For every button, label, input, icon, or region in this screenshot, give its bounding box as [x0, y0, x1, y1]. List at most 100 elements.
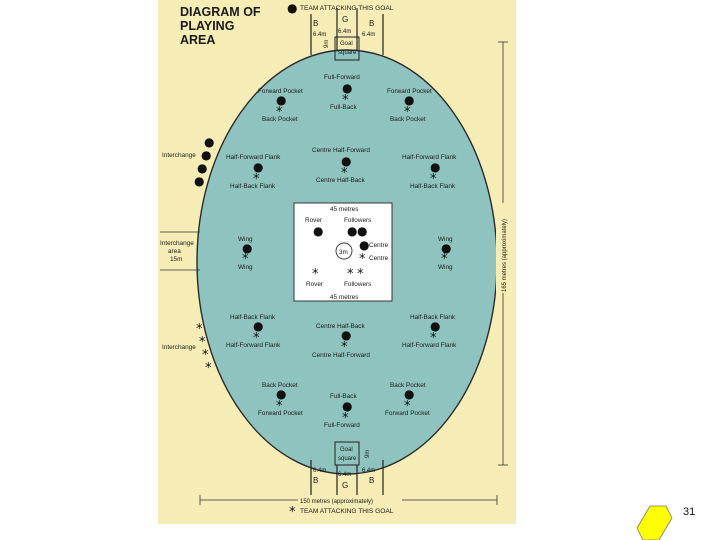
bottom-goal-square-depth: 9m [365, 450, 371, 458]
full-back-top-label: Full-Back [330, 104, 357, 111]
top-goal-posts [310, 8, 384, 55]
half-back-flank-bottom-left-label: Half-Back Flank [230, 314, 276, 321]
header-top-dot: ● [287, 1, 297, 15]
rover-star-bottom: * [312, 267, 319, 282]
forward-pocket-top-right-dot: ● [404, 93, 414, 107]
half-back-flank-top-right-star: * [430, 172, 437, 187]
half-back-flank-top-right-label: Half-Back Flank [410, 183, 456, 190]
centre-half-forward-bottom-label: Centre Half-Forward [312, 352, 370, 359]
bottom-goal-posts [310, 460, 384, 500]
follower-dot-2: ● [357, 224, 367, 238]
wing-left-star: * [242, 252, 249, 267]
full-forward-top-dot: ● [342, 81, 352, 95]
back-pocket-bottom-left-label: Back Pocket [262, 382, 298, 389]
interchange-star-3: * [202, 348, 209, 363]
interchange-dot-1: ● [204, 135, 214, 149]
width-label: 150 metres (approximately) [300, 499, 373, 505]
centre-dot: ● [359, 238, 369, 252]
bottom-behind-post-right-label: B [369, 476, 374, 485]
centre-circle [335, 242, 353, 260]
interchange-dot-2: ● [201, 148, 211, 162]
back-pocket-top-right-star: * [404, 105, 411, 120]
centre-half-forward-top-label: Centre Half-Forward [312, 147, 370, 154]
half-forward-flank-top-right-label: Half-Forward Flank [402, 154, 457, 161]
interchange-dot-4: ● [194, 174, 204, 188]
full-forward-bottom-label: Full-Forward [324, 422, 360, 429]
length-label: 165 metres (approximately) [502, 219, 508, 292]
wing-left-dot: ● [242, 241, 252, 255]
half-back-flank-bottom-right-label: Half-Back Flank [410, 314, 456, 321]
interchange-star-1: * [196, 322, 203, 337]
followers-label-top: Followers [344, 217, 371, 224]
forward-pocket-top-left-dot: ● [276, 93, 286, 107]
back-pocket-top-left-star: * [276, 105, 283, 120]
top-behind-post-left-label: B [313, 19, 318, 28]
wing-right-bottom-label: Wing [438, 264, 453, 271]
bottom-goal-square [334, 441, 360, 466]
bottom-post-gap-right: 6.4m [362, 468, 375, 474]
interchange-bottom-label: Interchange [162, 344, 196, 351]
centre-half-forward-bottom-star: * [341, 340, 348, 355]
centre-label-bottom: Centre [369, 255, 389, 262]
centre-star: * [359, 252, 366, 267]
half-back-flank-bottom-left-dot: ● [253, 319, 263, 333]
diagram-title-line-2: PLAYING [180, 19, 234, 33]
top-goal-square [334, 36, 360, 61]
wing-left-top-label: Wing [238, 236, 253, 243]
interchange-area-label-1: Interchange [160, 240, 194, 247]
top-goal-square-label-2: square [338, 50, 357, 56]
interchange-area-label-3: 15m [170, 256, 182, 263]
full-back-top-star: * [342, 93, 349, 108]
centre-half-back-bottom-dot: ● [341, 328, 351, 342]
top-goal-square-depth: 9m [324, 40, 330, 48]
bottom-post-gap-left: 6.4m [313, 468, 326, 474]
rover-label-top: Rover [305, 217, 323, 224]
interchange-top-label: Interchange [162, 152, 196, 159]
back-pocket-top-right-label: Back Pocket [390, 116, 426, 123]
bottom-goal-square-label-2: square [338, 456, 357, 462]
diagram-title-line-1: DIAGRAM OF [180, 5, 261, 19]
forward-pocket-bottom-right-label: Forward Pocket [385, 410, 430, 417]
followers-label-bottom: Followers [344, 281, 371, 288]
top-post-gap-right: 6.4m [362, 32, 375, 38]
back-pocket-bottom-right-dot: ● [404, 387, 414, 401]
centre-half-forward-top-dot: ● [341, 154, 351, 168]
interchange-area-label-2: area [168, 248, 181, 255]
bottom-goal-square-label-1: Goal [340, 447, 353, 453]
slide-number: 31 [683, 506, 695, 518]
half-back-flank-top-left-label: Half-Back Flank [230, 183, 276, 190]
full-back-bottom-label: Full-Back [330, 393, 357, 400]
top-goal-post-label: G [342, 15, 348, 24]
half-forward-flank-bottom-right-star: * [430, 331, 437, 346]
centre-circle-label: 3m [339, 249, 348, 256]
back-pocket-bottom-left-dot: ● [276, 387, 286, 401]
centre-half-back-top-label: Centre Half-Back [316, 177, 365, 184]
half-back-flank-bottom-right-dot: ● [430, 319, 440, 333]
centre-square-bottom-label: 45 metres [330, 294, 358, 301]
back-pocket-top-left-label: Back Pocket [262, 116, 298, 123]
half-forward-flank-top-left-label: Half-Forward Flank [226, 154, 281, 161]
top-post-gap-mid: 6.4m [338, 29, 351, 35]
half-forward-flank-bottom-left-star: * [253, 331, 260, 346]
centre-square [293, 202, 393, 302]
centre-label-top: Centre [369, 242, 389, 249]
centre-half-back-bottom-label: Centre Half-Back [316, 323, 365, 330]
half-forward-flank-bottom-right-label: Half-Forward Flank [402, 342, 457, 349]
follower-dot-1: ● [347, 224, 357, 238]
wing-right-top-label: Wing [438, 236, 453, 243]
top-behind-post-right-label: B [369, 19, 374, 28]
half-forward-flank-top-left-dot: ● [253, 160, 263, 174]
interchange-star-4: * [205, 361, 212, 376]
full-back-bottom-dot: ● [342, 399, 352, 413]
follower-star-1: * [347, 267, 354, 282]
full-forward-top-label: Full-Forward [324, 74, 360, 81]
wing-right-star: * [441, 252, 448, 267]
diagram-title-line-3: AREA [180, 33, 215, 47]
top-goal-square-label-1: Goal [340, 41, 353, 47]
rover-dot-top: ● [313, 224, 323, 238]
interchange-star-2: * [199, 335, 206, 350]
half-forward-flank-top-right-dot: ● [430, 160, 440, 174]
width-label-backing [298, 495, 402, 505]
back-pocket-bottom-right-label: Back Pocket [390, 382, 426, 389]
